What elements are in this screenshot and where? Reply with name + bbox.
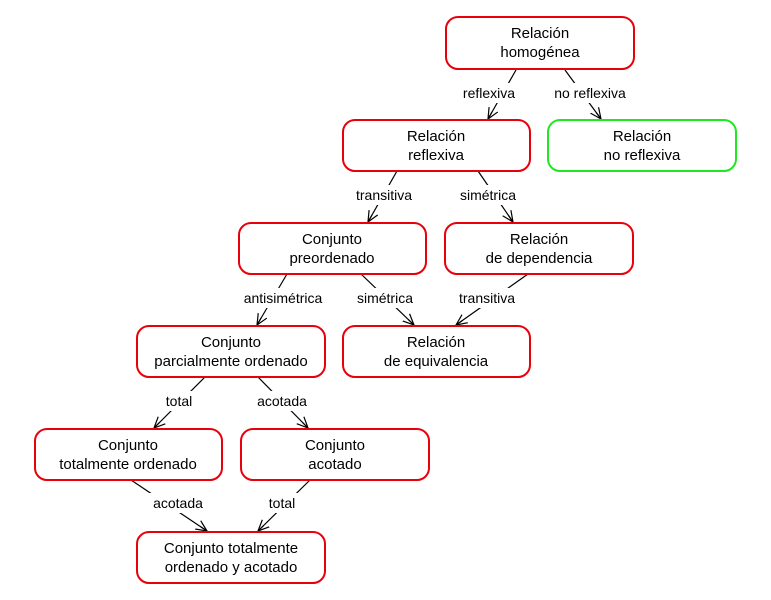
node-label-line-2: de dependencia [486,250,593,267]
edge-label-no-reflexiva: no reflexiva [554,85,626,101]
node-conjunto-totalmente-ordenado: Conjunto totalmente ordenado [34,428,223,481]
edge-label-total-1: total [166,393,192,409]
node-label-line-2: homogénea [500,44,580,61]
edge-labels: reflexiva no reflexiva transitiva simétr… [146,83,638,513]
node-conjunto-preordenado: Conjunto preordenado [238,222,427,275]
node-relacion-dependencia: Relación de dependencia [444,222,634,275]
node-label-line-1: Relación [407,128,465,145]
node-label-line-2: no reflexiva [604,147,681,164]
edge-label-total-2: total [269,495,295,511]
node-label-line-1: Relación [407,334,465,351]
edge-label-acotada-2: acotada [153,495,203,511]
node-label-line-2: totalmente ordenado [59,456,197,473]
node-label-line-2: parcialmente ordenado [154,353,307,370]
edge-label-reflexiva: reflexiva [463,85,515,101]
node-label-line-1: Conjunto totalmente [164,540,298,557]
node-label-line-2: acotado [308,456,361,473]
node-label-line-2: reflexiva [408,147,465,164]
edge-label-transitiva-2: transitiva [459,290,515,306]
node-label-line-1: Conjunto [98,437,158,454]
node-label-line-1: Relación [613,128,671,145]
node-label-line-1: Conjunto [305,437,365,454]
node-label-line-1: Relación [511,25,569,42]
node-relacion-no-reflexiva: Relación no reflexiva [547,119,737,172]
edge-label-transitiva-1: transitiva [356,187,412,203]
edge-label-antisimetrica: antisimétrica [244,290,323,306]
node-label-line-1: Conjunto [201,334,261,351]
node-relacion-homogenea: Relación homogénea [445,16,635,70]
node-label-line-1: Conjunto [302,231,362,248]
node-label-line-2: de equivalencia [384,353,489,370]
node-label-line-2: preordenado [289,250,374,267]
edge-label-simetrica-1: simétrica [460,187,516,203]
edge-label-simetrica-2: simétrica [357,290,413,306]
node-conjunto-parcialmente-ordenado: Conjunto parcialmente ordenado [136,325,326,378]
edge-label-acotada-1: acotada [257,393,307,409]
node-label-line-2: ordenado y acotado [165,559,298,576]
node-label-line-1: Relación [510,231,568,248]
node-conjunto-acotado: Conjunto acotado [240,428,430,481]
node-relacion-reflexiva: Relación reflexiva [342,119,531,172]
node-conjunto-totalmente-ordenado-y-acotado: Conjunto totalmente ordenado y acotado [136,531,326,584]
node-relacion-equivalencia: Relación de equivalencia [342,325,531,378]
